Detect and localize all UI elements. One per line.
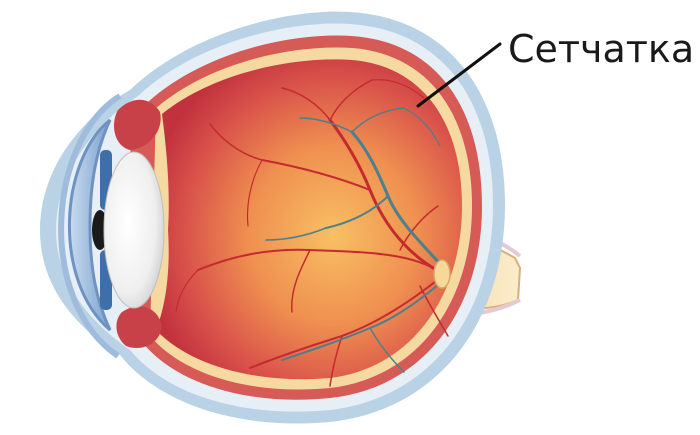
retina-label: Сетчатка [508,27,694,71]
lens [104,152,164,308]
optic-disc [434,260,450,288]
vitreous-body [156,59,462,379]
